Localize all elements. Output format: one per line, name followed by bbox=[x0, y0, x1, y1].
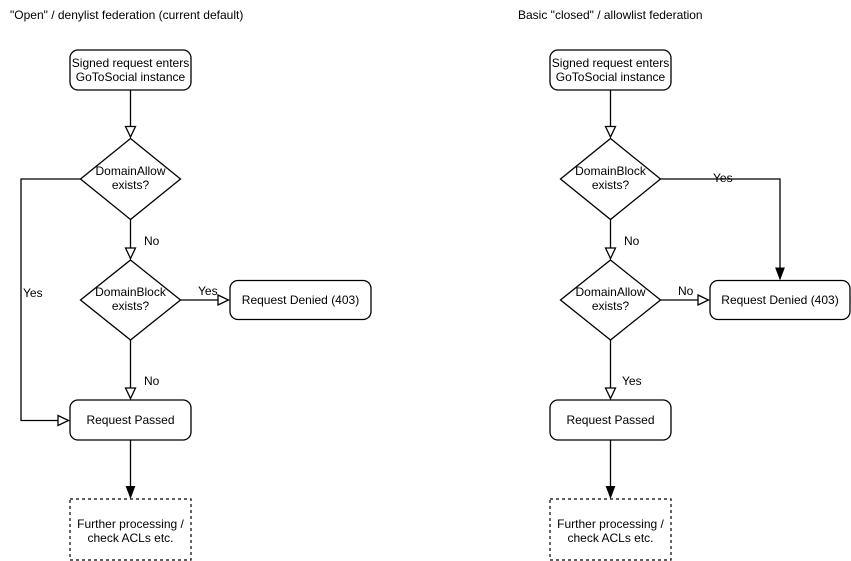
right-label-decision2-yes: Yes bbox=[622, 374, 642, 388]
right-node-further-processing: Further processing / check ACLs etc. bbox=[549, 498, 672, 561]
right-edge-decision1-yes-to-denied bbox=[660, 178, 785, 281]
right-passed-label: Request Passed bbox=[566, 413, 654, 427]
right-node-request-passed: Request Passed bbox=[549, 399, 672, 441]
left-further-label-line1: Further processing / bbox=[77, 517, 184, 531]
right-decision1-diamond bbox=[559, 137, 662, 221]
right-label-decision2-no: No bbox=[678, 284, 694, 298]
left-label-decision2-yes: Yes bbox=[198, 284, 218, 298]
flowchart-closed-allowlist: Basic "closed" / allowlist federation Ye… bbox=[518, 8, 851, 561]
right-label-decision1-yes: Yes bbox=[713, 171, 733, 185]
left-start-label-line1: Signed request enters bbox=[72, 56, 189, 70]
right-node-request-denied: Request Denied (403) bbox=[709, 279, 851, 321]
left-node-start: Signed request enters GoToSocial instanc… bbox=[69, 49, 192, 91]
right-node-start: Signed request enters GoToSocial instanc… bbox=[549, 49, 672, 91]
right-decision2-label-line2: exists? bbox=[592, 299, 630, 313]
right-further-box bbox=[549, 498, 672, 561]
right-label-decision1-no: No bbox=[624, 234, 640, 248]
left-title: "Open" / denylist federation (current de… bbox=[10, 8, 243, 22]
left-further-label-line2: check ACLs etc. bbox=[87, 531, 173, 545]
left-decision2-label-line2: exists? bbox=[112, 299, 150, 313]
right-start-label-line1: Signed request enters bbox=[552, 56, 669, 70]
left-start-label-line2: GoToSocial instance bbox=[76, 70, 186, 84]
right-decision1-label-line2: exists? bbox=[592, 178, 630, 192]
left-label-decision1-no: No bbox=[144, 234, 160, 248]
left-node-request-passed: Request Passed bbox=[69, 399, 192, 441]
right-start-box bbox=[549, 49, 672, 91]
left-node-request-denied: Request Denied (403) bbox=[229, 279, 372, 321]
left-decision2-label-line1: DomainBlock bbox=[95, 285, 167, 299]
right-title: Basic "closed" / allowlist federation bbox=[518, 8, 703, 22]
flowchart-open-denylist: "Open" / denylist federation (current de… bbox=[10, 8, 372, 561]
right-further-label-line1: Further processing / bbox=[557, 517, 664, 531]
left-start-box bbox=[69, 49, 192, 91]
right-node-decision-domainallow: DomainAllow exists? bbox=[559, 259, 662, 341]
left-passed-label: Request Passed bbox=[86, 413, 174, 427]
left-denied-box bbox=[229, 279, 372, 321]
right-passed-box bbox=[549, 399, 672, 441]
left-label-decision1-yes: Yes bbox=[23, 286, 43, 300]
left-denied-label: Request Denied (403) bbox=[242, 293, 359, 307]
left-passed-box bbox=[69, 399, 192, 441]
left-decision1-label-line2: exists? bbox=[112, 178, 150, 192]
right-start-label-line2: GoToSocial instance bbox=[556, 70, 666, 84]
right-decision2-label-line1: DomainAllow bbox=[575, 285, 645, 299]
left-decision2-diamond bbox=[79, 259, 182, 341]
left-edge-decision1-yes-to-passed bbox=[20, 178, 81, 427]
left-node-decision-domainallow: DomainAllow exists? bbox=[79, 137, 182, 221]
right-denied-box bbox=[709, 279, 851, 321]
left-node-decision-domainblock: DomainBlock exists? bbox=[79, 259, 182, 341]
left-decision1-diamond bbox=[79, 137, 182, 221]
left-decision1-label-line1: DomainAllow bbox=[95, 164, 165, 178]
right-node-decision-domainblock: DomainBlock exists? bbox=[559, 137, 662, 221]
left-node-further-processing: Further processing / check ACLs etc. bbox=[69, 498, 192, 561]
right-decision1-label-line1: DomainBlock bbox=[575, 164, 647, 178]
right-decision2-diamond bbox=[559, 259, 662, 341]
left-label-decision2-no: No bbox=[144, 374, 160, 388]
right-further-label-line2: check ACLs etc. bbox=[567, 531, 653, 545]
right-denied-label: Request Denied (403) bbox=[721, 293, 838, 307]
left-further-box bbox=[69, 498, 192, 561]
